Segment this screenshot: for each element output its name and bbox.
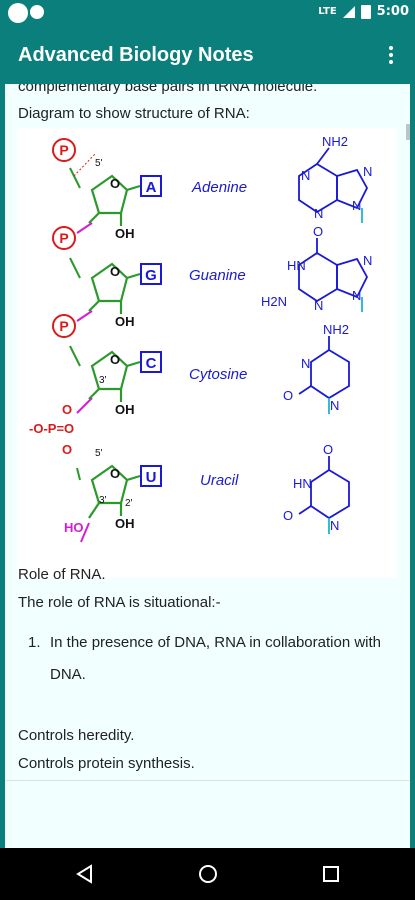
list-text: In the presence of DNA, RNA in collabora… [50,634,382,683]
app-bar: Advanced Biology Notes [0,26,415,84]
base-name-cytosine: Cytosine [189,366,247,383]
phosphate-label-3: P [59,318,68,334]
ring-o-4: O [110,466,120,481]
guanine-n1: N [314,298,323,313]
status-bar: LTE 5:00 [0,0,415,26]
rna-structure-diagram: P P P [17,128,397,578]
list-number: 1. [28,634,41,651]
guanine-structure [298,238,369,312]
ring-o-1: O [110,176,120,191]
guanine-hn: HN [287,258,306,273]
prime5-1: 5' [95,158,103,169]
cytosine-nh2: NH2 [323,322,349,337]
uracil-hn: HN [293,476,312,491]
clock: 5:00 [376,4,409,19]
oh-1: OH [115,226,135,241]
note-content[interactable]: complementary base pairs in tRNA molecul… [5,84,410,780]
role-intro: The role of RNA is situational:- [18,594,221,611]
uracil-o-top: O [323,442,333,457]
sugar-rings [88,174,141,519]
signal-icon [342,5,355,18]
ho-label: HO [64,520,84,535]
guanine-n3: N [352,288,361,303]
diagram-caption: Diagram to show structure of RNA: [18,105,250,122]
uracil-n: N [330,518,339,533]
app-title: Advanced Biology Notes [18,44,254,66]
adenine-structure [298,147,369,223]
phosphate-label-1: P [59,142,68,158]
phosphate-circles: P P P [52,138,76,338]
phosphate-label-2: P [59,230,68,246]
bridge-o-bot: O [62,442,72,457]
guanine-n2: N [363,253,372,268]
oh-4: OH [115,516,135,531]
scrollbar[interactable] [406,124,410,140]
uracil-o-left: O [283,508,293,523]
controls-heredity: Controls heredity. [18,727,135,744]
bridge-o-top: O [62,402,72,417]
partial-text: complementary base pairs in tRNA molecul… [18,84,318,95]
adenine-n1: N [301,168,310,183]
adenine-nh2: NH2 [322,134,348,149]
backbone [69,167,81,481]
guanine-o: O [313,224,323,239]
oh-2: OH [115,314,135,329]
prime5-4: 5' [95,448,103,459]
cytosine-o: O [283,388,293,403]
app-notification-icon [8,3,28,23]
more-options-icon[interactable] [379,40,403,70]
prime3-4: 3' [99,495,107,506]
base-letter-c: C [146,355,157,372]
navigation-bar [0,848,415,900]
adenine-n3: N [363,164,372,179]
network-label: LTE [318,6,337,17]
bottom-area [5,780,410,849]
status-right: LTE 5:00 [318,4,409,19]
ring-o-3: O [110,352,120,367]
prime2-4: 2' [125,498,133,509]
app-notification-icon-2 [30,5,44,19]
base-letter-u: U [146,469,157,486]
battery-icon [360,4,371,19]
ring-o-2: O [110,264,120,279]
base-name-uracil: Uracil [200,472,239,489]
uracil-structure [298,456,350,534]
cytosine-n1: N [301,356,310,371]
base-letter-g: G [145,267,157,284]
controls-protein: Controls protein synthesis. [18,755,195,772]
base-name-adenine: Adenine [191,179,247,196]
prime3-3: 3' [99,375,107,386]
home-icon[interactable] [195,861,221,887]
base-name-guanine: Guanine [189,267,246,284]
recents-icon[interactable] [318,861,344,887]
base-letter-a: A [146,179,157,196]
cytosine-n2: N [330,398,339,413]
adenine-n2: N [314,206,323,221]
adenine-n4: N [352,198,361,213]
role-heading: Role of RNA. [18,566,106,583]
back-icon[interactable] [72,861,98,887]
cytosine-structure [298,336,350,414]
oh-3: OH [115,402,135,417]
guanine-h2n: H2N [261,294,287,309]
bridge-mid: -O-P=O [29,421,74,436]
